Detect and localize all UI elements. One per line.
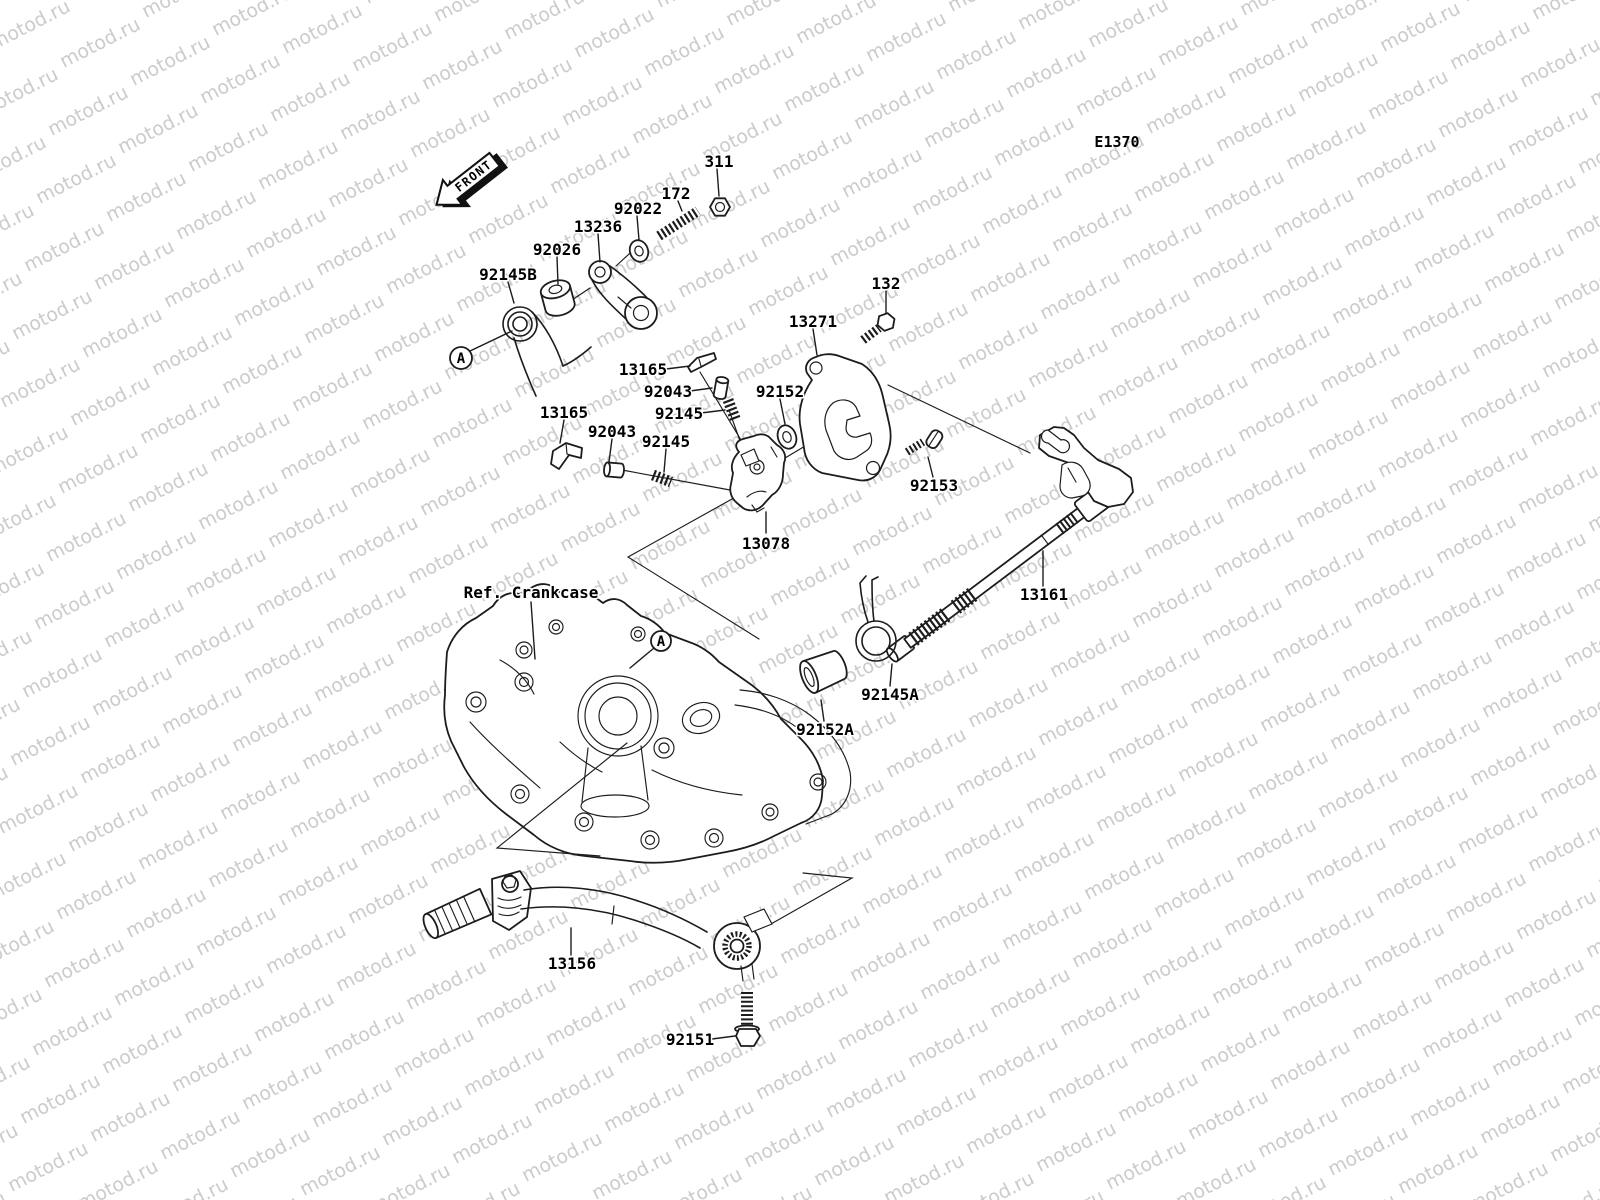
part-pawl-drawing xyxy=(687,352,717,373)
part-label-collar-bushing: 92152A xyxy=(796,720,854,739)
part-spring-upper-drawing xyxy=(722,398,742,423)
part-washer-small-drawing xyxy=(628,239,650,263)
ref-crankcase-label: Ref. Crankcase xyxy=(464,583,599,602)
part-label-collar: 92026 xyxy=(533,240,581,259)
part-label-lever-comp: 13271 xyxy=(789,312,837,331)
part-label-nut: 311 xyxy=(705,152,734,171)
part-lever-comp-drawing xyxy=(798,353,892,482)
part-label-bolt-pedal: 92151 xyxy=(666,1030,714,1049)
part-label-pedal: 13156 xyxy=(548,954,596,973)
crankcase-drawing xyxy=(443,583,852,864)
part-screw-drawing xyxy=(904,429,944,456)
part-bolt-upper-drawing xyxy=(860,312,896,344)
front-direction-arrow: FRONT xyxy=(435,151,508,208)
part-nut-drawing xyxy=(709,197,731,217)
part-spring-lower-drawing xyxy=(651,469,673,488)
part-label-washer: 92152 xyxy=(756,382,804,401)
part-label-spring-return: 92145A xyxy=(861,685,919,704)
part-labels: 311 172 92022 13236 92026 92145B 13165 9… xyxy=(462,133,1140,1051)
part-pedal-drawing xyxy=(422,870,773,982)
part-label-change-lever: 13236 xyxy=(574,217,622,236)
part-label-bushing: 13165 xyxy=(540,403,588,422)
part-label-pin-upper: 92043 xyxy=(644,382,692,401)
view-marker-letter: A xyxy=(657,634,666,650)
part-label-spring-upper: 92145 xyxy=(655,404,703,423)
part-label-ratchet: 13078 xyxy=(742,534,790,553)
part-label-spring-lower: 92145 xyxy=(642,432,690,451)
part-shift-shaft-drawing xyxy=(885,426,1134,663)
part-label-spring-outer: 92145B xyxy=(479,265,537,284)
part-pin-lower-drawing xyxy=(603,461,625,479)
part-bolt-pedal-drawing xyxy=(734,992,761,1047)
part-collar-bushing-drawing xyxy=(799,650,848,694)
part-spring-return-drawing xyxy=(855,575,897,662)
view-marker-a-spring: A xyxy=(449,346,473,370)
leader-lines xyxy=(469,168,1044,1040)
part-ratchet-drawing xyxy=(729,433,787,513)
part-collar-drawing xyxy=(539,279,576,317)
part-bushing-drawing xyxy=(550,442,583,470)
part-washer-drawing xyxy=(776,424,798,450)
part-label-pawl: 13165 xyxy=(619,360,667,379)
part-return-spring-outer-drawing xyxy=(502,306,592,397)
shift-arm-drawing xyxy=(1038,426,1134,508)
view-marker-a-crankcase: A xyxy=(650,630,672,652)
part-label-screw: 92153 xyxy=(910,476,958,495)
part-change-lever-drawing xyxy=(588,260,658,330)
part-label-shaft: 13161 xyxy=(1020,585,1068,604)
part-label-washer-small: 92022 xyxy=(614,199,662,218)
view-marker-letter: A xyxy=(457,351,466,367)
part-label-stud: 172 xyxy=(662,184,691,203)
part-stud-drawing xyxy=(656,206,701,241)
part-label-pin-lower: 92043 xyxy=(588,422,636,441)
front-arrow-face xyxy=(435,151,502,206)
diagram-code: E1370 xyxy=(1094,133,1139,151)
part-label-bolt-upper: 132 xyxy=(872,274,901,293)
part-pin-upper-drawing xyxy=(712,376,730,400)
